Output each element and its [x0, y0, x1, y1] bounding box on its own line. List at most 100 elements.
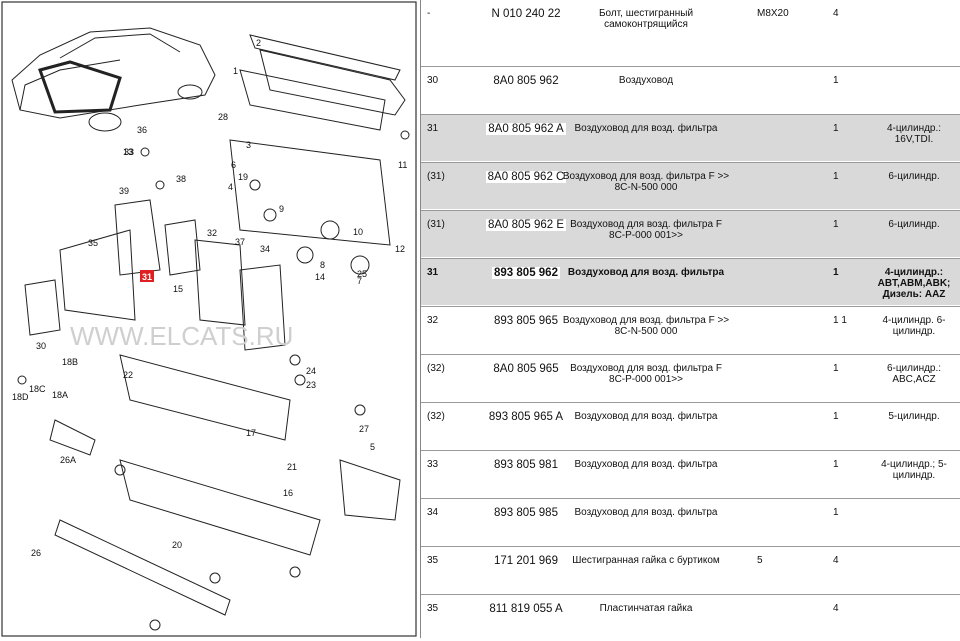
callout-label: 28	[218, 112, 228, 122]
cell-note: 6-цилиндр.	[888, 219, 940, 230]
cell-pn: 893 805 965	[494, 315, 558, 327]
callout-label: 37	[235, 237, 245, 247]
cell-qty: 1	[833, 267, 839, 278]
callout-label: 39	[119, 186, 129, 196]
cell-pos: 35	[427, 555, 439, 566]
callout-label: 34	[260, 244, 270, 254]
cell-qty: 4	[833, 603, 839, 614]
table-row[interactable]: 33 893 805 981 Воздуховод для возд. фильтр…	[421, 450, 960, 497]
cell-note: 5-цилиндр.	[888, 411, 940, 422]
cell-pos: -	[427, 8, 431, 19]
cell-pos: (31)	[427, 171, 445, 182]
cell-name: Воздуховод для возд. фильтра	[574, 459, 718, 470]
cell-note: 4-цилиндр.; 5-цилиндр.	[881, 459, 947, 481]
cell-qty: 1	[833, 363, 839, 374]
cell-spec: M8X20	[757, 8, 789, 19]
cell-pos: 32	[427, 315, 439, 326]
callout-label: 12	[395, 244, 405, 254]
diagram-frame	[1, 1, 417, 637]
cell-pos: (32)	[427, 363, 445, 374]
cell-qty: 1 1	[833, 315, 847, 326]
cell-pos: 34	[427, 507, 439, 518]
callout-label: 5	[370, 442, 375, 452]
callout-label: 3	[246, 140, 251, 150]
callout-label: 22	[123, 370, 133, 380]
cell-pos: 33	[427, 459, 439, 470]
callout-label: 21	[287, 462, 297, 472]
cell-pn: 171 201 969	[494, 555, 558, 567]
callout-label: 15	[173, 284, 183, 294]
callout-label: 24	[306, 366, 316, 376]
callout-label: 7	[357, 276, 362, 286]
cell-pn: 8A0 805 962 A	[486, 123, 566, 135]
table-row[interactable]: 31 893 805 962 Воздуховод для возд. фильтр…	[421, 258, 960, 305]
cell-name: Воздуховод для возд. фильтра	[574, 411, 718, 422]
callout-label: 4	[228, 182, 233, 192]
table-row[interactable]: (32) 8A0 805 965 Воздуховод для возд. филь…	[421, 354, 960, 401]
cell-name: Пластинчатая гайка	[599, 603, 693, 614]
cell-pn: 893 805 981	[494, 459, 558, 471]
cell-qty: 1	[833, 219, 839, 230]
cell-qty: 1	[833, 75, 839, 86]
cell-name: Воздуховод для возд. фильтра F 8C-P-000 …	[570, 363, 722, 385]
cell-pn: 811 819 055 A	[489, 603, 563, 615]
table-row[interactable]: 35 171 201 969 Шестигранная гайка с буртик…	[421, 546, 960, 593]
cell-name: Воздуховод для возд. фильтра	[574, 507, 718, 518]
callout-label: 17	[246, 428, 256, 438]
cell-note: 4-цилиндр. 6-цилиндр.	[882, 315, 946, 337]
cell-pos: (31)	[427, 219, 445, 230]
callout-label: 32	[207, 228, 217, 238]
table-row[interactable]: 32 893 805 965 Воздуховод для возд. фильтр…	[421, 306, 960, 353]
cell-pn: 8A0 805 962 C	[485, 171, 567, 183]
callout-label: 9	[279, 204, 284, 214]
cell-name: Воздуховод для возд. фильтра	[567, 267, 725, 278]
callout-label: 11	[398, 160, 407, 170]
cell-name: Шестигранная гайка с буртиком	[572, 555, 720, 566]
callout-label: 18D	[12, 392, 29, 402]
callout-label: 38	[176, 174, 186, 184]
callout-label: 1	[233, 66, 238, 76]
callout-label: 16	[283, 488, 293, 498]
table-row[interactable]: 35 811 819 055 A Пластинчатая гайка 4	[421, 594, 960, 641]
cell-name: Воздуховод для возд. фильтра	[574, 123, 718, 134]
cell-qty: 1	[833, 123, 839, 134]
cell-pos: 35	[427, 603, 439, 614]
cell-name: Воздуховод для возд. фильтра F 8C-P-000 …	[570, 219, 722, 241]
cell-pn: 893 805 985	[494, 507, 558, 519]
cell-note: 6-цилиндр.: ABC,ACZ	[886, 363, 942, 385]
callout-label: 8	[320, 260, 325, 270]
cell-name: Болт, шестигранный самоконтрящийся	[598, 8, 694, 30]
cell-name: Воздуховод для возд. фильтра F >> 8C-N-5…	[562, 315, 730, 337]
callout-label: 26	[31, 548, 41, 558]
cell-pos: 30	[427, 75, 439, 86]
cell-qty: 1	[833, 507, 839, 518]
cell-qty: 4	[833, 8, 839, 19]
cell-pn: 893 805 965 A	[488, 411, 564, 423]
cell-pn: 893 805 962	[492, 267, 560, 279]
callout-label: 14	[315, 272, 325, 282]
callout-label: 25	[357, 269, 367, 279]
cell-pos: 31	[427, 267, 439, 278]
cell-pn: 8A0 805 965	[493, 363, 559, 375]
callout-label: 19	[238, 172, 248, 182]
callout-label: 2	[256, 38, 261, 48]
callout-label: 18A	[52, 390, 68, 400]
callout-label: 13	[123, 147, 133, 157]
watermark: WWW.ELCATS.RU	[70, 321, 293, 351]
callout-labels: 123456789101112131415161718A18B18C18D192…	[12, 38, 407, 558]
callout-label: 33	[124, 147, 134, 157]
cell-note: 6-цилиндр.	[888, 171, 940, 182]
table-row[interactable]: 34 893 805 985 Воздуховод для возд. фильтр…	[421, 498, 960, 545]
cell-qty: 1	[833, 411, 839, 422]
cell-qty: 1	[833, 459, 839, 470]
callout-label: 20	[172, 540, 182, 550]
cell-name: Воздуховод	[618, 75, 674, 86]
